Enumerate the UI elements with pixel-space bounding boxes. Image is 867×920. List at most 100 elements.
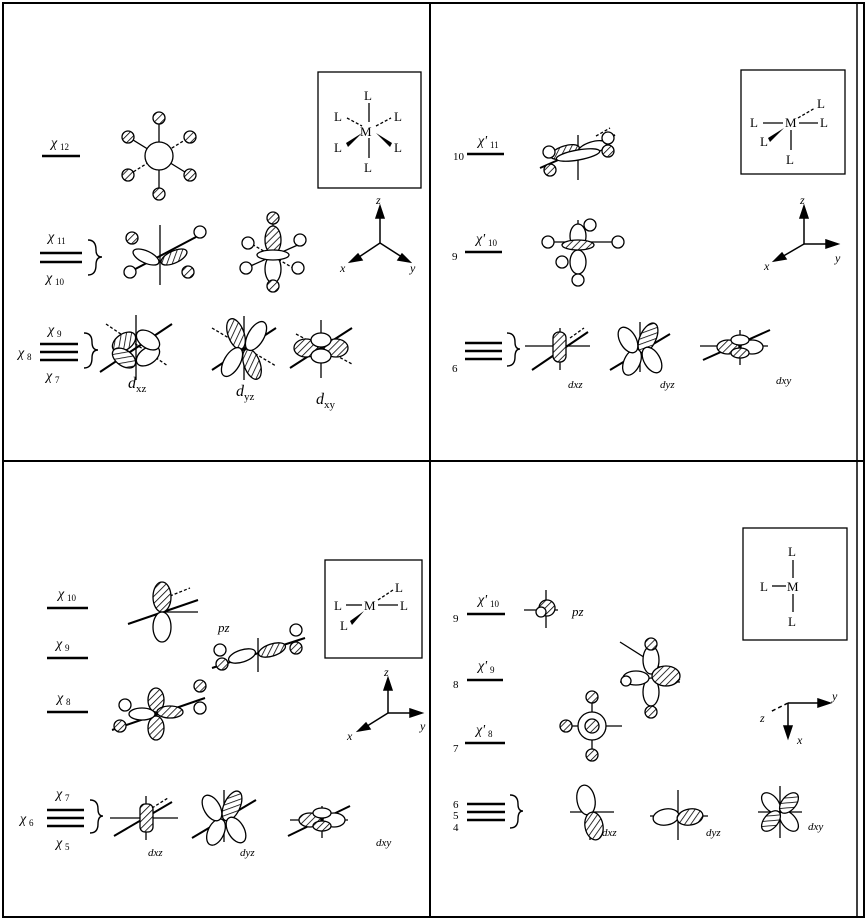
level-6: 6 bbox=[452, 332, 521, 375]
orbital-dxy bbox=[287, 805, 351, 838]
svg-text:x: x bbox=[796, 733, 803, 747]
svg-text:L: L bbox=[760, 134, 768, 149]
d-orbital-labels: dxz dyz dxy bbox=[568, 375, 791, 391]
svg-text:9: 9 bbox=[65, 643, 70, 653]
ligand-label: L bbox=[334, 109, 342, 124]
svg-text:χ: χ bbox=[54, 637, 63, 652]
orbital-dyz bbox=[609, 322, 671, 376]
svg-text:χ: χ bbox=[54, 787, 63, 802]
svg-text:χ: χ bbox=[46, 230, 55, 245]
svg-text:9: 9 bbox=[452, 251, 458, 263]
svg-text:10: 10 bbox=[488, 238, 498, 248]
level-chi12: χ 12 bbox=[42, 136, 80, 158]
svg-text:x: x bbox=[339, 261, 346, 275]
tshape-geometry-box: L L M L bbox=[742, 527, 848, 641]
level-chi8p: 7 χ' 8 bbox=[453, 723, 505, 755]
axes-icon: z x y bbox=[339, 193, 416, 275]
orbital-dxy bbox=[700, 329, 771, 365]
svg-text:y: y bbox=[419, 719, 426, 733]
d-orbital-labels: dxz dyz dxy bbox=[148, 837, 391, 859]
svg-text:χ: χ bbox=[55, 691, 64, 706]
svg-text:L: L bbox=[400, 598, 408, 613]
svg-text:M: M bbox=[787, 579, 799, 594]
orbital-dyz bbox=[650, 790, 708, 840]
svg-text:dxy: dxy bbox=[316, 391, 336, 411]
svg-text:5: 5 bbox=[453, 810, 459, 822]
panel-trigonal-bipyramidal: L M L L L χ 10 pz χ 9 bbox=[18, 559, 426, 859]
svg-text:x: x bbox=[763, 259, 770, 273]
svg-text:z: z bbox=[383, 665, 389, 679]
svg-text:dyz: dyz bbox=[660, 379, 675, 391]
svg-text:9: 9 bbox=[57, 329, 62, 339]
svg-text:χ: χ bbox=[46, 323, 55, 338]
orbital-chi12 bbox=[121, 111, 197, 201]
panel-octahedral: L L L M L L L χ 12 bbox=[16, 71, 422, 411]
ligand-label: L bbox=[394, 109, 402, 124]
svg-text:M: M bbox=[785, 115, 797, 130]
tbp-geometry-box: L M L L L bbox=[324, 559, 423, 659]
orbital-chi8 bbox=[111, 679, 207, 741]
svg-text:L: L bbox=[760, 579, 768, 594]
svg-text:x: x bbox=[346, 729, 353, 743]
svg-text:9: 9 bbox=[490, 665, 495, 675]
svg-text:11: 11 bbox=[490, 140, 499, 150]
svg-text:χ: χ bbox=[18, 812, 27, 827]
svg-text:4: 4 bbox=[453, 822, 459, 834]
svg-text:7: 7 bbox=[55, 375, 60, 385]
svg-text:χ: χ bbox=[44, 271, 53, 286]
axes-icon: z x y bbox=[763, 193, 841, 273]
svg-text:L: L bbox=[820, 115, 828, 130]
svg-text:10: 10 bbox=[453, 151, 465, 163]
panel-square-pyramidal: L M L L L L 10 χ' 11 9 χ bbox=[452, 69, 846, 391]
svg-text:L: L bbox=[395, 580, 403, 595]
svg-text:M: M bbox=[364, 598, 376, 613]
d-orbital-labels: dxz dyz dxy bbox=[602, 821, 823, 839]
svg-text:8: 8 bbox=[488, 729, 493, 739]
orbital-dxz bbox=[110, 796, 178, 840]
svg-text:χ': χ' bbox=[476, 134, 488, 149]
svg-text:χ: χ bbox=[56, 587, 65, 602]
svg-text:L: L bbox=[786, 152, 794, 167]
svg-text:L: L bbox=[817, 96, 825, 111]
svg-text:10: 10 bbox=[67, 593, 77, 603]
orbital-chi9p bbox=[619, 637, 681, 719]
sqpyr-geometry-box: L M L L L L bbox=[740, 69, 846, 175]
orbital-dxz bbox=[525, 327, 590, 371]
orbital-dxz bbox=[570, 784, 614, 841]
svg-text:dxz: dxz bbox=[602, 827, 617, 839]
svg-text:12: 12 bbox=[60, 142, 69, 152]
svg-text:L: L bbox=[788, 614, 796, 629]
svg-text:dxy: dxy bbox=[808, 821, 823, 833]
svg-text:χ: χ bbox=[16, 346, 25, 361]
orbital-dxy bbox=[758, 786, 802, 838]
svg-text:y: y bbox=[834, 251, 841, 265]
panel-t-shaped: L L M L 9 χ' 10 pz 8 χ' 9 bbox=[453, 527, 848, 841]
orbital-dxy bbox=[289, 320, 353, 378]
svg-text:z: z bbox=[375, 193, 381, 207]
svg-text:dxy: dxy bbox=[776, 375, 791, 387]
svg-text:χ: χ bbox=[49, 136, 58, 151]
metal-label: M bbox=[360, 124, 372, 139]
level-chi9p: 8 χ' 9 bbox=[453, 659, 503, 691]
svg-text:6: 6 bbox=[29, 818, 34, 828]
svg-text:6: 6 bbox=[453, 799, 459, 811]
svg-text:L: L bbox=[334, 598, 342, 613]
svg-text:dxz: dxz bbox=[568, 379, 583, 391]
svg-text:8: 8 bbox=[453, 679, 459, 691]
svg-text:χ': χ' bbox=[474, 723, 486, 738]
ligand-label: L bbox=[364, 88, 372, 103]
d-orbital-labels: dxz dyz dxy bbox=[128, 375, 336, 411]
svg-text:L: L bbox=[788, 544, 796, 559]
level-chi11-chi10: χ 11 χ 10 bbox=[40, 230, 103, 287]
orbital-dz2 bbox=[239, 211, 307, 293]
svg-text:5: 5 bbox=[65, 842, 70, 852]
svg-text:6: 6 bbox=[452, 363, 458, 375]
svg-text:11: 11 bbox=[57, 236, 66, 246]
orbital-chi9 bbox=[211, 623, 306, 672]
svg-text:dxz: dxz bbox=[148, 847, 163, 859]
level-t2g: χ 9 χ 8 χ 7 bbox=[16, 323, 99, 385]
octahedral-geometry-box: L L L M L L L bbox=[317, 71, 422, 189]
svg-text:z: z bbox=[759, 711, 765, 725]
level-chi10p: 9 χ' 10 bbox=[452, 232, 502, 263]
